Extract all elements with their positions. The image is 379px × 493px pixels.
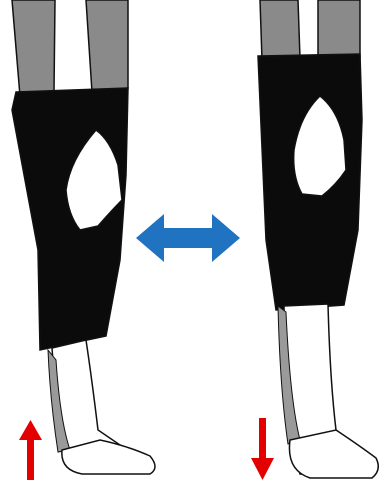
right-foot (289, 430, 378, 478)
left-right-arrow-icon (130, 208, 246, 268)
left-arm-sleeve (12, 0, 55, 96)
pants (12, 88, 128, 350)
right-legs-illustration (240, 0, 379, 493)
right-figure (240, 0, 379, 493)
down-arrow-icon (251, 418, 274, 480)
right-arm-sleeve-2 (318, 0, 360, 60)
right-arm-sleeve (260, 0, 300, 60)
left-arm-sleeve-2 (86, 0, 128, 92)
up-arrow-icon (19, 420, 42, 480)
